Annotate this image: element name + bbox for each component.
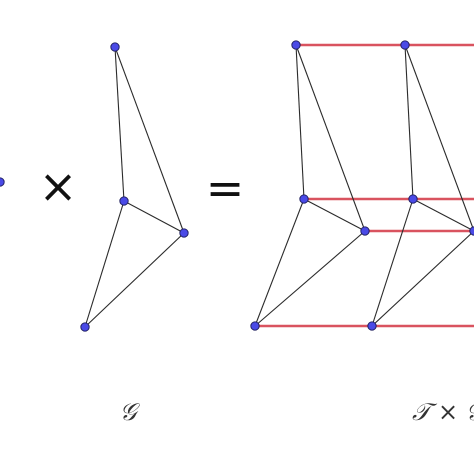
product-edge — [254, 230, 366, 327]
product-edge — [254, 198, 305, 327]
product-edge — [295, 44, 366, 232]
times-operator: × — [39, 159, 78, 213]
product-vertex — [360, 226, 370, 236]
product-edge — [295, 44, 305, 200]
factor-vertex-mid — [119, 196, 129, 206]
product-vertex — [291, 40, 301, 50]
factor-edge — [84, 200, 125, 328]
product-vertex — [469, 226, 474, 236]
product-vertex — [250, 321, 260, 331]
factor-edge — [114, 46, 125, 202]
product-edge — [404, 44, 474, 232]
product-edge — [404, 44, 414, 200]
factor-edge — [123, 200, 185, 234]
factor-vertex-top — [110, 42, 120, 52]
product-vertex — [408, 194, 418, 204]
product-edge — [303, 198, 366, 232]
equals-operator: = — [206, 161, 245, 215]
product-graph — [250, 40, 474, 331]
factor-edge — [84, 232, 185, 328]
left-factor-vertex — [0, 177, 5, 187]
product-edge — [371, 230, 474, 327]
factor-vertex-bottom — [80, 322, 90, 332]
product-vertex — [400, 40, 410, 50]
factor-graph — [80, 42, 189, 332]
factor-edge — [114, 46, 185, 234]
product-vertex — [299, 194, 309, 204]
factor-caption: 𝒢 — [119, 398, 140, 426]
product-caption: 𝒯 × 𝒢 — [412, 398, 474, 426]
product-edge — [412, 198, 474, 232]
factor-vertex-right — [179, 228, 189, 238]
product-vertex — [367, 321, 377, 331]
product-edge — [371, 198, 414, 327]
